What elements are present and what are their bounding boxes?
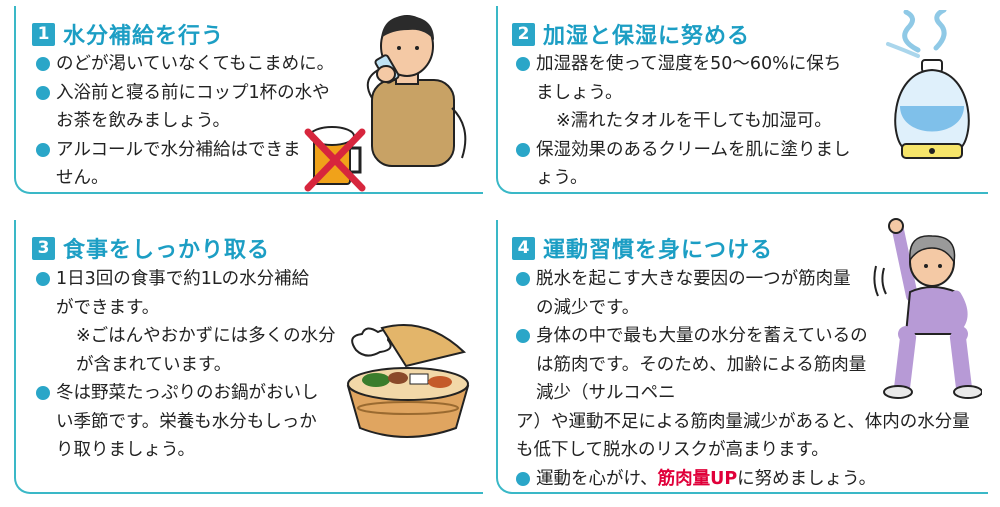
list-item: 保湿効果のあるクリームを肌に塗りましょう。 (516, 136, 856, 193)
section-number: 4 (512, 236, 535, 260)
note: ※濡れたタオルを干しても加湿可。 (556, 111, 832, 131)
last-item-text: 運動を心がけ、 (536, 468, 658, 489)
section-heading: 運動習慣を身につける (543, 238, 774, 263)
list-item: 入浴前と寝る前にコップ1杯の水やお茶を飲みましょう。 (36, 79, 346, 136)
list-item-last: 運動を心がけ、筋肉量UPに努めましょう。 (516, 465, 976, 494)
section-2-list: 加湿器を使って湿度を50～60%に保ちましょう。 ※濡れたタオルを干しても加湿可… (516, 50, 876, 193)
man-drinking-water-illustration (366, 15, 467, 167)
section-3-title: 3 食事をしっかり取る (32, 232, 270, 264)
list-item: のどが渇いていなくてもこまめに。 (36, 50, 354, 79)
section-4-list: 脱水を起こす大きな要因の一つが筋肉量の減少です。 身体の中で最も大量の水分を蓄え… (516, 265, 976, 493)
section-4-title: 4 運動習慣を身につける (512, 232, 773, 264)
list-item: 身体の中で最も大量の水分を蓄えているのは筋肉です。そのため、加齢による筋肉量減少… (516, 322, 976, 465)
card-hydration (14, 6, 483, 194)
hot-pot-illustration (346, 324, 470, 438)
woman-exercising-illustration (873, 218, 982, 399)
card-humidity (496, 6, 988, 194)
card-exercise (496, 220, 988, 494)
section-1-title: 1 水分補給を行う (32, 18, 224, 50)
list-item: 1日3回の食事で約1Lの水分補給ができます。 (36, 265, 318, 322)
list-item: アルコールで水分補給はできません。 (36, 136, 306, 193)
section-heading: 加湿と保湿に努める (543, 24, 751, 49)
section-number: 1 (32, 22, 55, 46)
section-heading: 水分補給を行う (63, 24, 225, 49)
section-heading: 食事をしっかり取る (63, 238, 271, 263)
list-item: 冬は野菜たっぷりのお鍋がおいしい季節です。栄養も水分もしっかり取りましょう。 (36, 379, 320, 465)
last-item-text-end: に努めましょう。 (737, 468, 877, 489)
note: ※ごはんやおかずには多くの水分が含まれています。 (76, 326, 336, 375)
card-meals (14, 220, 483, 494)
list-item: 脱水を起こす大きな要因の一つが筋肉量の減少です。 (516, 265, 866, 322)
section-1-list: のどが渇いていなくてもこまめに。 入浴前と寝る前にコップ1杯の水やお茶を飲みまし… (36, 50, 354, 193)
humidifier-illustration (886, 10, 970, 159)
section-2-title: 2 加湿と保湿に努める (512, 18, 750, 50)
section-number: 2 (512, 22, 535, 46)
list-item-text-top: 身体の中で最も大量の水分を蓄えているのは筋肉です。そのため、加齢による筋肉量減少… (536, 326, 868, 403)
section-3-list: 1日3回の食事で約1Lの水分補給ができます。 ※ごはんやおかずには多くの水分が含… (36, 265, 336, 465)
list-item-text-wide: ア）や運動不足による筋肉量減少があると、体内の水分量も低下して脱水のリスクが高ま… (516, 411, 970, 461)
list-item: 加湿器を使って湿度を50～60%に保ちましょう。 (516, 50, 856, 107)
section-number: 3 (32, 236, 55, 260)
beer-mug-crossed-icon (304, 126, 366, 192)
muscle-up-highlight: 筋肉量UP (657, 468, 738, 489)
